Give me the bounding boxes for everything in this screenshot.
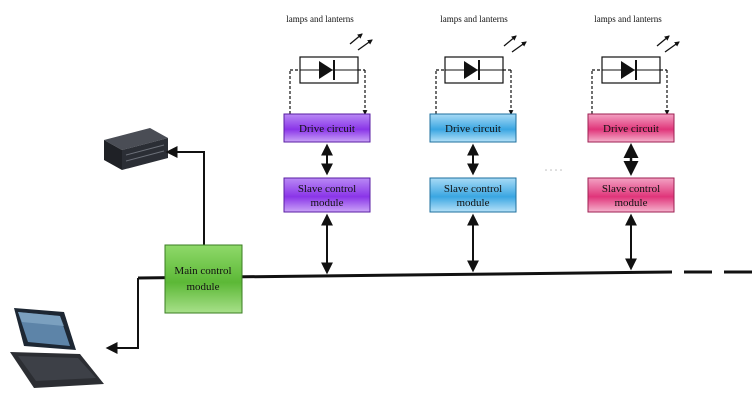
slave-control-label-1b: module <box>311 197 344 209</box>
branch-3: lamps and lanterns Drive circuit Slave c… <box>587 14 680 271</box>
led-diode-icon <box>601 35 680 84</box>
lamp-label-3: lamps and lanterns <box>594 14 662 24</box>
drive-circuit-label-3: Drive circuit <box>603 123 659 135</box>
ellipsis-dots <box>545 169 562 171</box>
slave-control-label-2a: Slave control <box>444 183 502 195</box>
main-to-server-arrow <box>165 146 205 246</box>
slave-control-label-3b: module <box>615 197 648 209</box>
main-control-label-1: Main control <box>174 265 231 277</box>
main-control-module: Main control module <box>164 244 243 314</box>
lamp-label-2: lamps and lanterns <box>440 14 508 24</box>
slave-control-label-2b: module <box>457 197 490 209</box>
slave-control-label-3a: Slave control <box>602 183 660 195</box>
led-diode-icon <box>299 33 373 84</box>
drive-circuit-3 <box>587 113 675 143</box>
slave-control-3 <box>587 177 675 213</box>
drive-circuit-label-2: Drive circuit <box>445 123 501 135</box>
branch-1: lamps and lanterns Drive circuit Slave c… <box>283 14 373 275</box>
slave-control-1 <box>283 177 371 213</box>
led-diode-icon <box>444 35 527 84</box>
laptop-icon <box>10 308 104 388</box>
slave-control-label-1a: Slave control <box>298 183 356 195</box>
server-icon <box>104 128 168 170</box>
drive-circuit-1 <box>283 113 371 143</box>
drive-circuit-2 <box>429 113 517 143</box>
lamp-label-1: lamps and lanterns <box>286 14 354 24</box>
slave-control-2 <box>429 177 517 213</box>
drive-circuit-label-1: Drive circuit <box>299 123 355 135</box>
branch-2: lamps and lanterns Drive circuit Slave c… <box>429 14 527 273</box>
bus-to-laptop-arrow <box>105 278 139 354</box>
main-control-label-2: module <box>187 281 220 293</box>
